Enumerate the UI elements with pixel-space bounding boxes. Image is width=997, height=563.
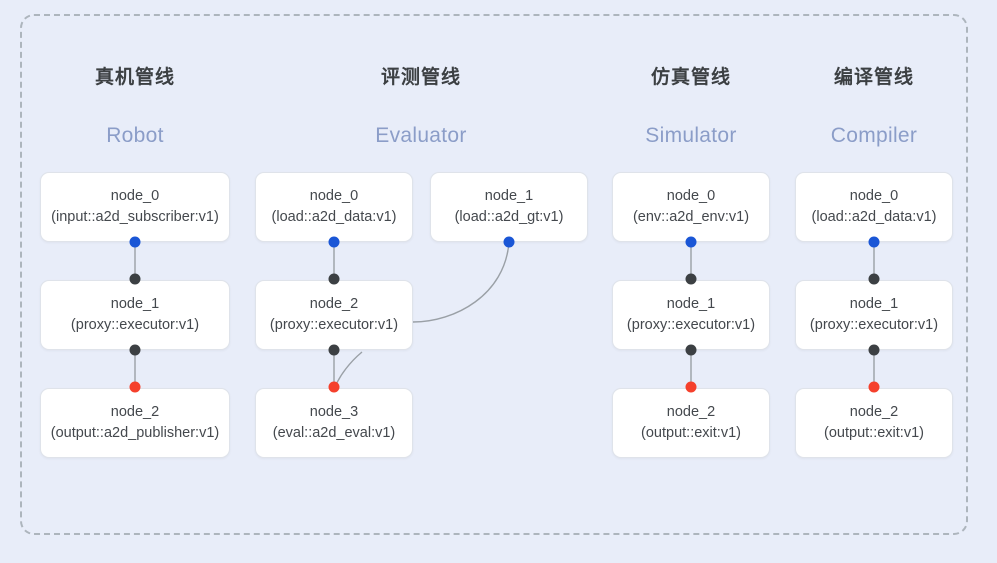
node-label-name: node_1 [110, 295, 160, 312]
node-label-spec: (env::a2d_env:v1) [632, 209, 750, 225]
node-eval-node-3[interactable]: node_3 (eval::a2d_eval:v1) [255, 388, 413, 458]
column-title-cn-compiler: 编译管线 [833, 67, 914, 88]
port-output-sim-node-1[interactable] [685, 344, 697, 356]
node-label-name: node_2 [849, 403, 899, 420]
node-label-spec: (proxy::executor:v1) [809, 317, 939, 333]
node-label-spec: (input::a2d_subscriber:v1) [51, 209, 219, 225]
node-sim-node-1[interactable]: node_1 (proxy::executor:v1) [612, 280, 770, 350]
node-comp-node-0[interactable]: node_0 (load::a2d_data:v1) [795, 172, 953, 242]
column-title-en-robot: Robot [106, 124, 164, 147]
port-output-eval-node-2[interactable] [328, 344, 340, 356]
node-label-spec: (output::exit:v1) [824, 425, 924, 441]
node-eval-node-0[interactable]: node_0 (load::a2d_data:v1) [255, 172, 413, 242]
column-title-cn-robot: 真机管线 [94, 67, 175, 88]
port-output-comp-node-0[interactable] [868, 236, 880, 248]
node-comp-node-2[interactable]: node_2 (output::exit:v1) [795, 388, 953, 458]
node-label-spec: (load::a2d_data:v1) [811, 209, 937, 225]
node-label-name: node_0 [309, 187, 359, 204]
node-label-spec: (output::a2d_publisher:v1) [50, 425, 220, 441]
column-title-cn-evaluator: 评测管线 [380, 67, 461, 88]
port-input-eval-node-3[interactable] [328, 381, 340, 393]
node-robot-node-0[interactable]: node_0 (input::a2d_subscriber:v1) [40, 172, 230, 242]
port-output-eval-node-1[interactable] [503, 236, 515, 248]
column-title-en-compiler: Compiler [830, 124, 918, 147]
column-title-cn-simulator: 仿真管线 [650, 67, 731, 88]
node-label-name: node_0 [849, 187, 899, 204]
node-label-spec: (eval::a2d_eval:v1) [272, 425, 396, 441]
port-output-comp-node-1[interactable] [868, 344, 880, 356]
port-output-robot-node-1[interactable] [129, 344, 141, 356]
node-label-spec: (load::a2d_gt:v1) [454, 209, 564, 225]
node-eval-node-2[interactable]: node_2 (proxy::executor:v1) [255, 280, 413, 350]
port-input-eval-node-2[interactable] [328, 273, 340, 285]
node-label-name: node_1 [484, 187, 534, 204]
node-robot-node-1[interactable]: node_1 (proxy::executor:v1) [40, 280, 230, 350]
node-eval-node-1[interactable]: node_1 (load::a2d_gt:v1) [430, 172, 588, 242]
node-label-spec: (proxy::executor:v1) [269, 317, 399, 333]
node-sim-node-2[interactable]: node_2 (output::exit:v1) [612, 388, 770, 458]
port-input-sim-node-2[interactable] [685, 381, 697, 393]
port-input-robot-node-2[interactable] [129, 381, 141, 393]
node-label-name: node_0 [666, 187, 716, 204]
port-input-sim-node-1[interactable] [685, 273, 697, 285]
node-label-name: node_0 [110, 187, 160, 204]
port-input-robot-node-1[interactable] [129, 273, 141, 285]
node-label-name: node_1 [666, 295, 716, 312]
node-comp-node-1[interactable]: node_1 (proxy::executor:v1) [795, 280, 953, 350]
port-output-sim-node-0[interactable] [685, 236, 697, 248]
node-sim-node-0[interactable]: node_0 (env::a2d_env:v1) [612, 172, 770, 242]
node-label-name: node_3 [309, 403, 359, 420]
node-label-spec: (proxy::executor:v1) [626, 317, 756, 333]
node-robot-node-2[interactable]: node_2 (output::a2d_publisher:v1) [40, 388, 230, 458]
port-output-eval-node-0[interactable] [328, 236, 340, 248]
node-label-spec: (output::exit:v1) [641, 425, 741, 441]
column-title-en-simulator: Simulator [645, 124, 737, 147]
port-input-comp-node-2[interactable] [868, 381, 880, 393]
port-output-robot-node-0[interactable] [129, 236, 141, 248]
node-label-name: node_2 [666, 403, 716, 420]
node-label-spec: (proxy::executor:v1) [70, 317, 200, 333]
node-label-name: node_1 [849, 295, 899, 312]
node-label-spec: (load::a2d_data:v1) [271, 209, 397, 225]
column-title-en-evaluator: Evaluator [375, 124, 467, 147]
port-input-comp-node-1[interactable] [868, 273, 880, 285]
node-label-name: node_2 [309, 295, 359, 312]
node-label-name: node_2 [110, 403, 160, 420]
